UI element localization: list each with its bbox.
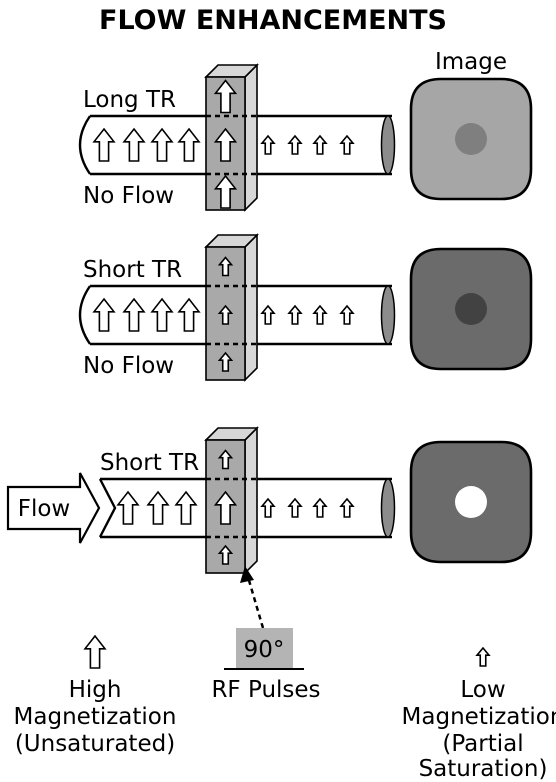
- low-arrow-shape: [475, 646, 491, 667]
- downstream-arrow-icon: [339, 497, 355, 518]
- downstream-arrow-icon: [312, 304, 328, 325]
- downstream-arrow-icon: [260, 497, 276, 518]
- row-3: Flow Short TR: [6, 426, 533, 575]
- diagram-title: FLOW ENHANCEMENTS: [99, 5, 447, 36]
- row-2: Short TR No Flow: [78, 233, 533, 382]
- upstream-arrow-icon: [150, 297, 174, 332]
- upstream-arrow-icon: [146, 490, 170, 525]
- downstream-arrow-icon: [287, 497, 303, 518]
- slab-arrow-icon: [217, 256, 234, 277]
- slab-side: [244, 63, 258, 212]
- tube-left-end: [78, 285, 91, 345]
- low-magnetization-arrow-icon: [475, 646, 491, 667]
- flow-state-label: No Flow: [83, 353, 174, 379]
- downstream-arrow-icon: [312, 134, 328, 155]
- downstream-arrow-icon: [312, 497, 328, 518]
- upstream-arrow-icon: [122, 297, 146, 332]
- flow-state-label: No Flow: [83, 183, 174, 209]
- downstream-arrow-icon: [339, 304, 355, 325]
- slab-arrow-icon: [213, 490, 238, 525]
- tube-right-end: [380, 478, 396, 538]
- flow-label: Flow: [18, 496, 71, 522]
- downstream-arrow-icon: [260, 134, 276, 155]
- slab-side: [244, 426, 258, 575]
- slab-arrow-icon: [213, 127, 238, 162]
- rf-pulses-label: RF Pulses: [211, 677, 320, 703]
- rf-pulse-arrowhead: [240, 566, 254, 583]
- slab-arrow-icon: [217, 304, 234, 325]
- legend-low-line3: (Partial: [442, 731, 523, 757]
- image-column-header: Image: [435, 49, 507, 75]
- slab-arrow-icon: [217, 449, 234, 470]
- legend-low-line2: Magnetization: [402, 704, 556, 730]
- upstream-arrow-icon: [122, 127, 146, 162]
- slab-arrow-icon: [213, 79, 238, 114]
- downstream-arrow-icon: [260, 304, 276, 325]
- row-1: Long TR No Flow: [78, 63, 533, 212]
- upstream-arrow-icon: [92, 297, 116, 332]
- slab-arrow-icon: [217, 351, 234, 372]
- legend-high-line1: High: [69, 677, 122, 703]
- legend-high-line3: (Unsaturated): [15, 731, 175, 757]
- high-arrow-shape: [83, 634, 107, 669]
- legend-low-line1: Low: [460, 677, 505, 703]
- downstream-arrow-icon: [287, 304, 303, 325]
- downstream-arrow-icon: [339, 134, 355, 155]
- image-signal-dot: [455, 123, 487, 155]
- slab-arrow-icon: [217, 544, 234, 565]
- high-magnetization-arrow-icon: [83, 634, 107, 669]
- slab-side: [244, 233, 258, 382]
- tr-label: Short TR: [100, 450, 199, 476]
- upstream-arrow-icon: [174, 490, 198, 525]
- slab-arrow-icon: [213, 174, 238, 209]
- legend-low-line4: Saturation): [419, 756, 548, 782]
- upstream-arrow-icon: [177, 297, 201, 332]
- tube-inlet-edge: [98, 478, 117, 538]
- tr-label: Short TR: [83, 257, 182, 283]
- pulse-angle: 90°: [244, 637, 285, 663]
- upstream-arrow-icon: [150, 127, 174, 162]
- upstream-arrow-icon: [177, 127, 201, 162]
- tube-left-end: [78, 115, 91, 175]
- pulse-angle-box: [236, 628, 293, 669]
- flow-arrow-icon: [6, 472, 101, 544]
- tube-right-end: [380, 115, 396, 175]
- tr-label: Long TR: [83, 87, 176, 113]
- tube-right-end: [380, 285, 396, 345]
- upstream-arrow-icon: [116, 490, 140, 525]
- legend-high-line2: Magnetization: [14, 704, 177, 730]
- downstream-arrow-icon: [287, 134, 303, 155]
- image-signal-dot: [455, 486, 487, 518]
- rf-pulse-pointer: [246, 576, 265, 629]
- image-signal-dot: [455, 293, 487, 325]
- upstream-arrow-icon: [92, 127, 116, 162]
